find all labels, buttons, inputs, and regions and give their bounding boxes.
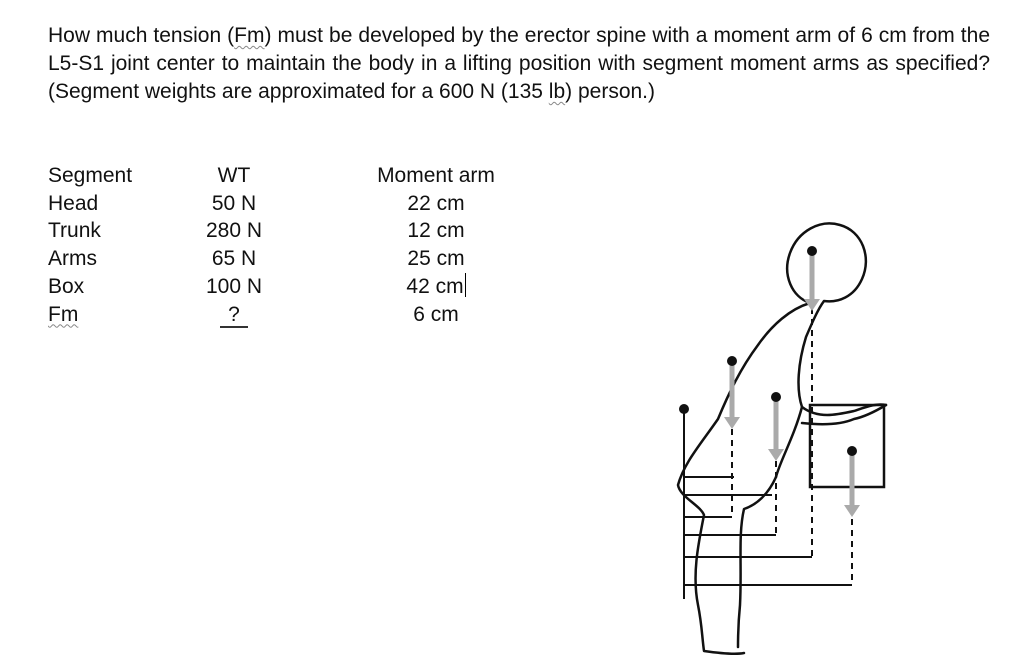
lb-term: lb <box>548 80 566 103</box>
weight-cell: 280 N <box>205 219 263 243</box>
moment-arm-cell: 42 cm <box>406 274 464 298</box>
weight-header: WT <box>217 164 251 187</box>
fm-term: Fm <box>234 24 265 47</box>
segment-cell: Fm <box>48 302 79 326</box>
weight-column: WT 50 N 280 N 65 N 100 N ? <box>198 162 270 328</box>
moment-arm-cell: 25 cm <box>407 247 465 271</box>
weight-cell: 65 N <box>211 247 257 271</box>
lifting-person-diagram-icon <box>676 222 888 656</box>
moment-arm-column: Moment arm 22 cm 12 cm 25 cm 42 cm 6 cm <box>370 162 502 328</box>
segment-cell: Arms <box>48 247 97 271</box>
moment-arm-lines <box>684 476 852 586</box>
question-text: How much tension (Fm) must be developed … <box>48 24 991 103</box>
moment-arm-cell: 6 cm <box>413 302 459 326</box>
moment-arm-header: Moment arm <box>377 164 495 187</box>
segment-cell: Box <box>48 274 85 298</box>
weight-cell: 50 N <box>211 191 257 215</box>
segment-cell: Head <box>48 191 99 215</box>
weight-arrows <box>729 255 855 505</box>
text-cursor <box>464 272 466 297</box>
arrow-heads <box>724 299 860 517</box>
weight-cell: 100 N <box>205 274 263 298</box>
segment-cell: Trunk <box>48 219 101 243</box>
segment-header: Segment <box>48 164 133 187</box>
moment-arm-cell: 12 cm <box>407 219 465 243</box>
box <box>808 403 886 489</box>
center-of-mass-dots <box>679 246 857 456</box>
segment-column: Segment Head Trunk Arms Box Fm <box>48 162 188 328</box>
body-outline <box>676 222 888 656</box>
moment-arm-cell: 22 cm <box>407 191 465 215</box>
unknown-weight: ? <box>220 303 248 328</box>
